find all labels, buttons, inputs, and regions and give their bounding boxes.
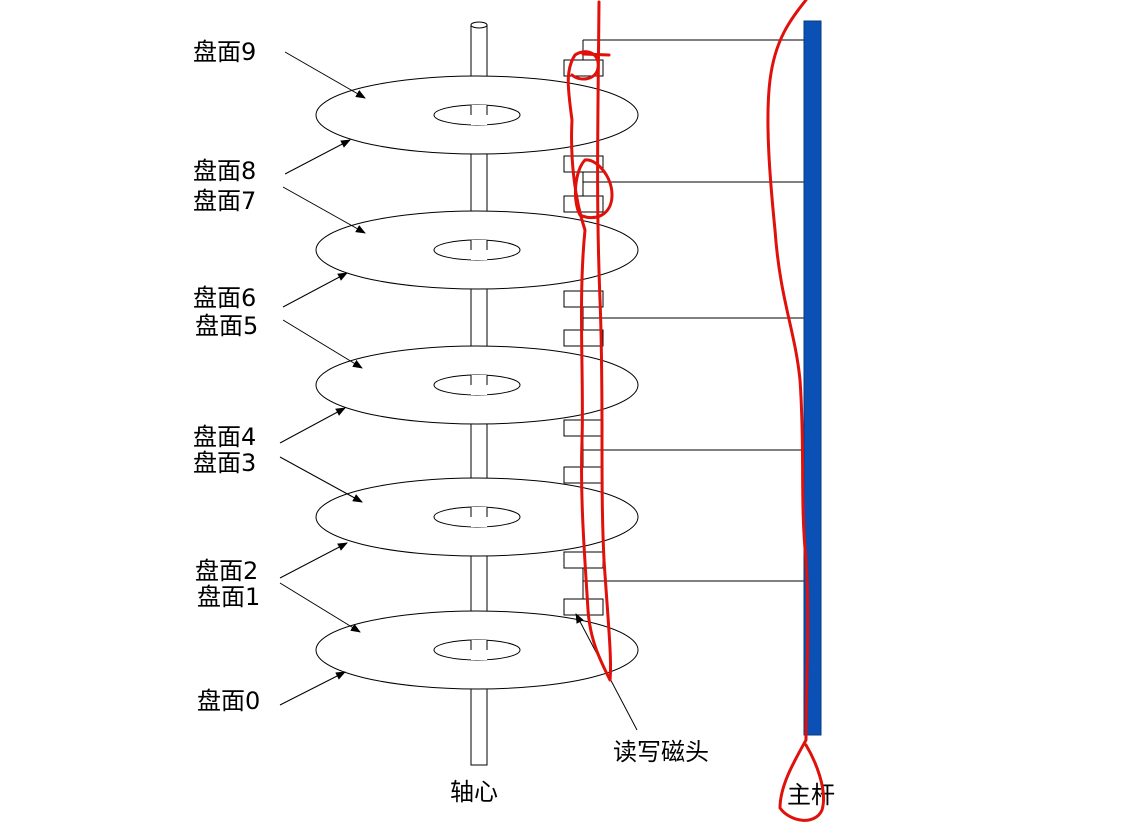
surface-label-5: 盘面5 xyxy=(195,312,258,340)
surface-label-3: 盘面3 xyxy=(193,449,256,477)
read-write-head xyxy=(563,466,604,484)
spindle-label: 轴心 xyxy=(450,778,498,806)
read-write-head xyxy=(563,290,604,308)
label-arrows xyxy=(279,51,366,706)
label-arrow xyxy=(284,139,351,175)
read-write-head xyxy=(563,59,604,77)
head-arm-assembly xyxy=(563,419,805,484)
platters xyxy=(315,75,639,690)
platter xyxy=(315,210,639,290)
surface-label-9: 盘面9 xyxy=(193,38,256,66)
label-arrow xyxy=(279,671,346,706)
head-arm-assembly xyxy=(563,551,805,616)
platter xyxy=(315,477,639,557)
main-rod xyxy=(803,20,822,736)
red-annotation xyxy=(566,0,825,822)
label-arrow xyxy=(279,542,348,579)
label-arrow xyxy=(284,51,366,99)
surface-label-1: 盘面1 xyxy=(197,583,260,611)
label-arrow xyxy=(279,582,361,633)
read-write-heads xyxy=(563,39,805,616)
surface-label-0: 盘面0 xyxy=(197,687,260,715)
read-write-head xyxy=(563,195,604,213)
surface-label-7: 盘面7 xyxy=(193,187,256,215)
platter xyxy=(315,345,639,425)
read-write-head xyxy=(563,329,604,347)
surface-label-4: 盘面4 xyxy=(193,423,256,451)
rod-label: 主杆 xyxy=(787,781,835,809)
platter xyxy=(315,75,639,155)
label-arrow xyxy=(282,186,366,234)
label-arrow xyxy=(279,456,363,503)
platter xyxy=(315,610,639,690)
surface-label-8: 盘面8 xyxy=(193,157,256,185)
head-arm-assembly xyxy=(563,290,805,347)
head-arm-assembly xyxy=(563,155,805,213)
label-arrow xyxy=(282,272,348,308)
head-arm-assembly xyxy=(563,39,805,77)
label-arrow xyxy=(282,319,363,369)
label-arrow xyxy=(279,407,346,444)
head-label: 读写磁头 xyxy=(613,738,709,766)
surface-label-6: 盘面6 xyxy=(193,284,256,312)
read-write-head xyxy=(563,598,604,616)
surface-label-2: 盘面2 xyxy=(195,557,258,585)
